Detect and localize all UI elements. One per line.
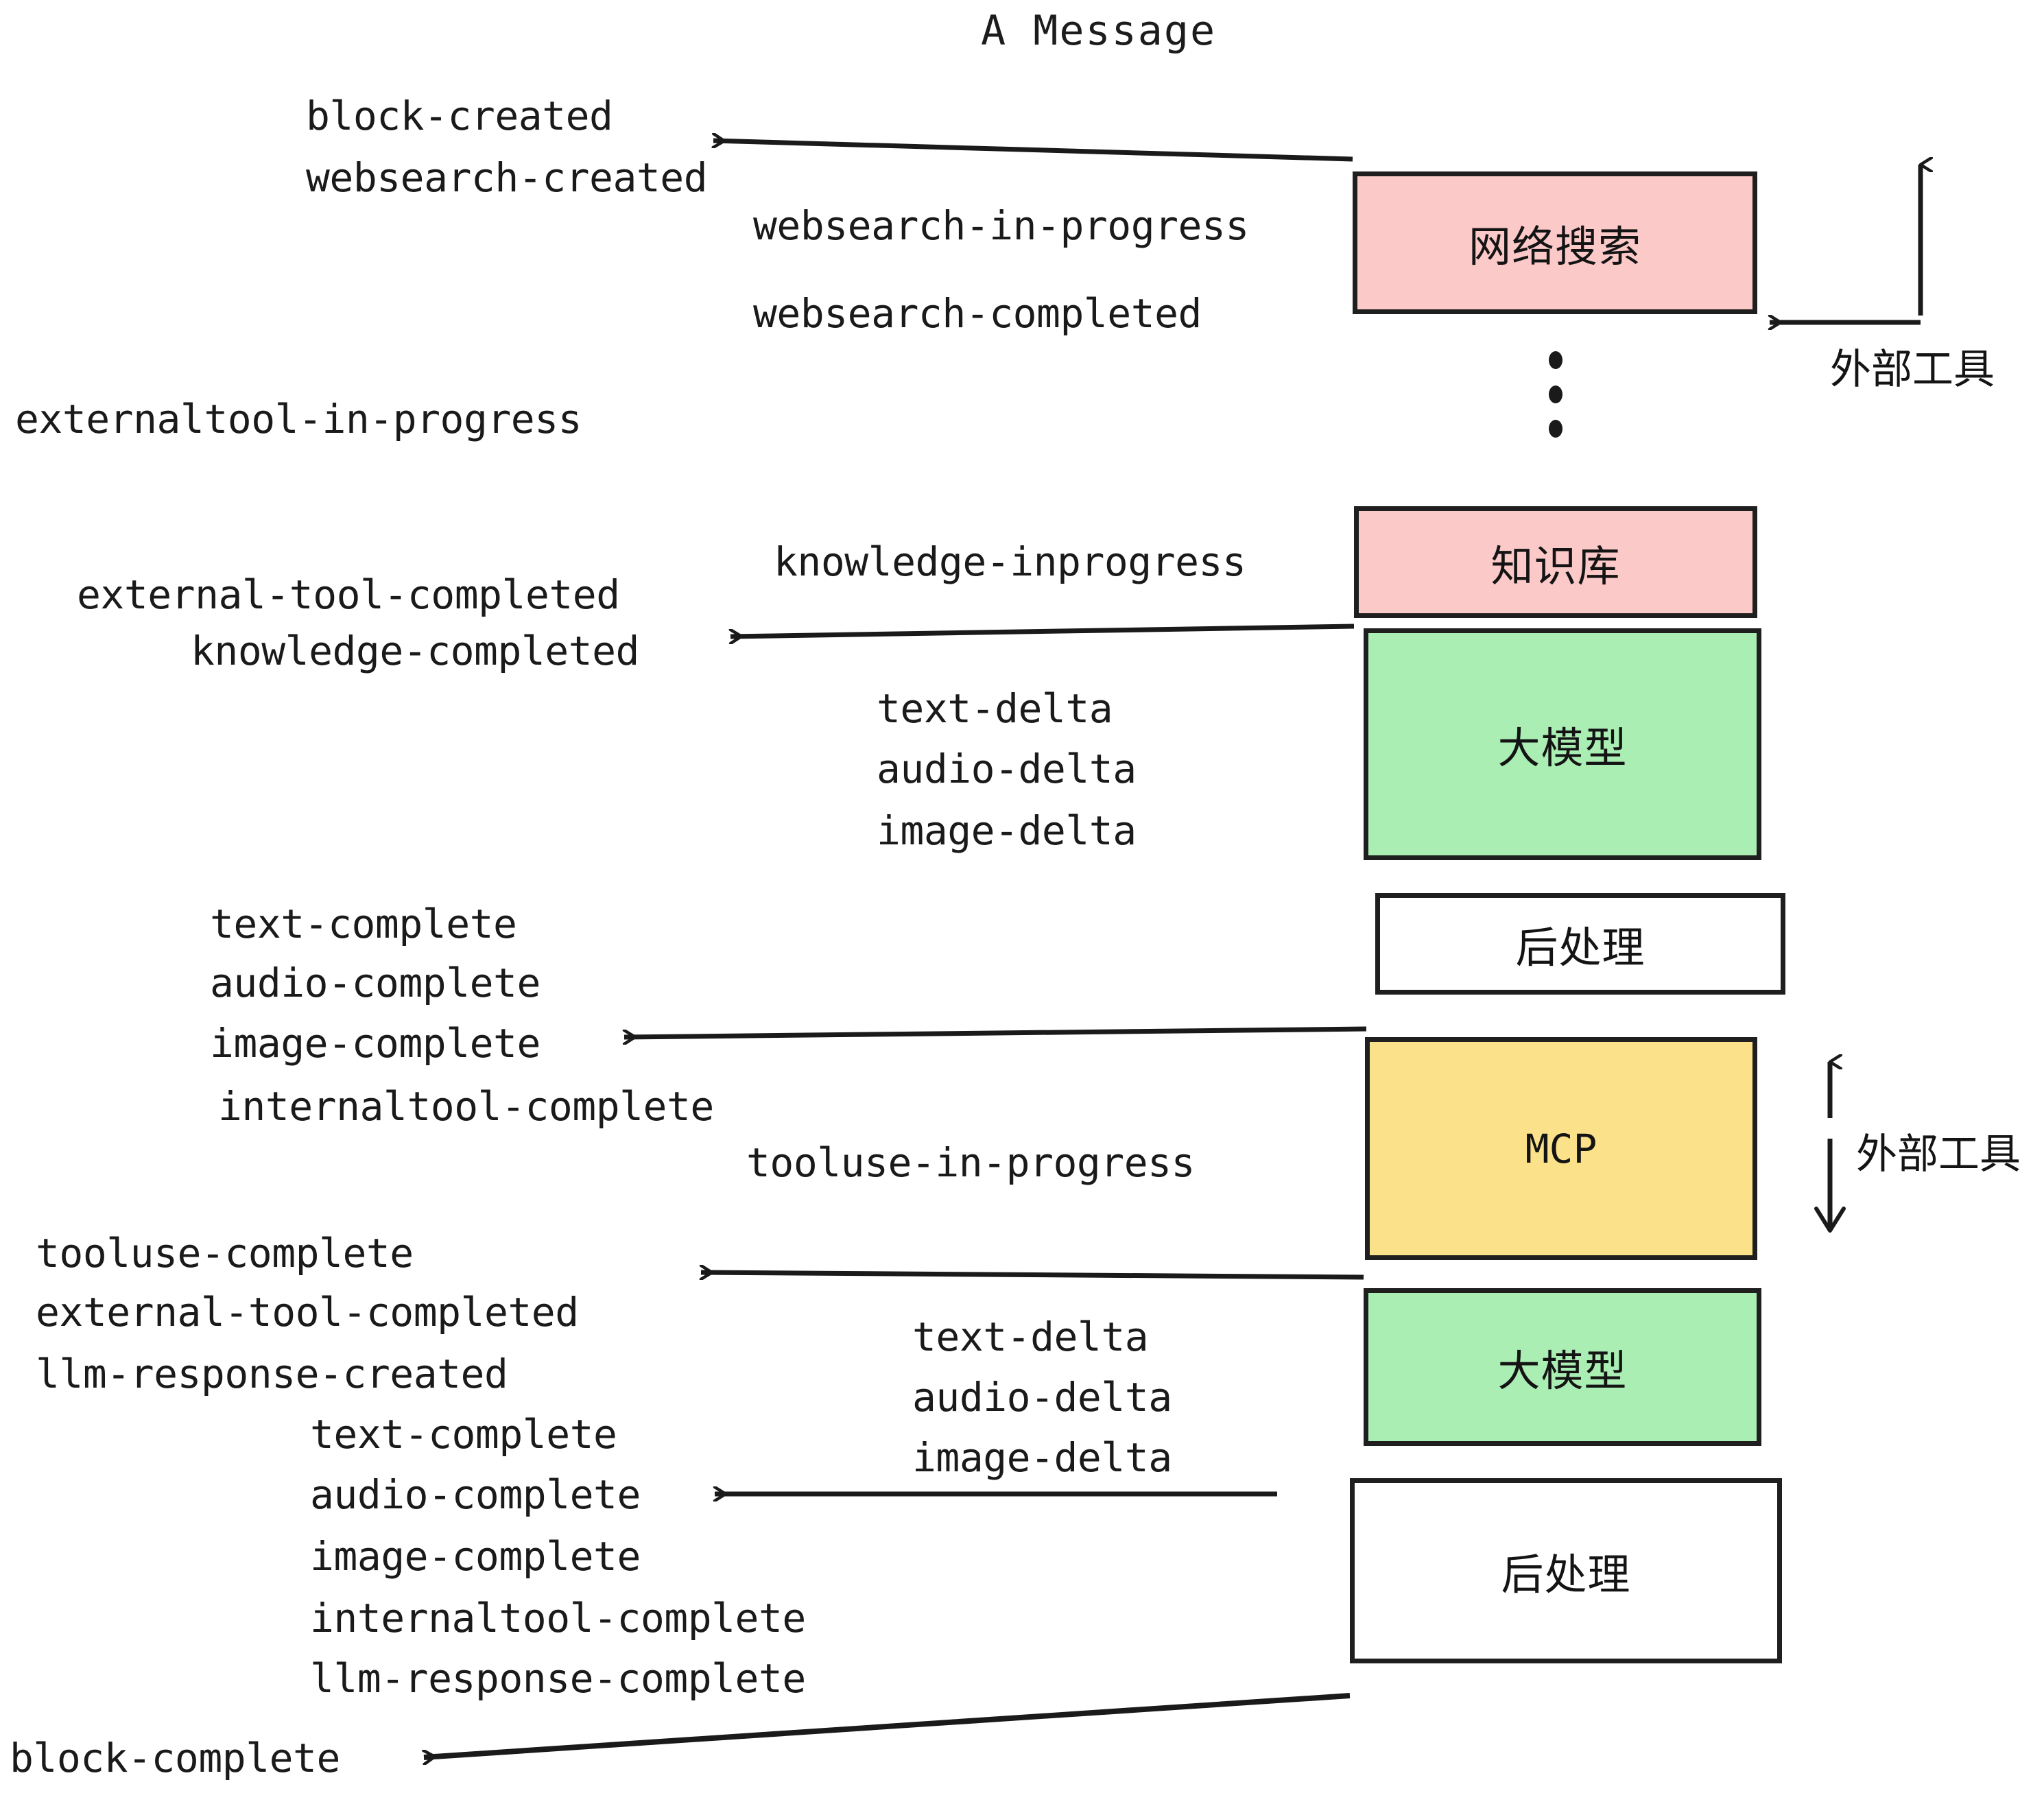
- node-box-label: 后处理: [1515, 923, 1645, 973]
- event-label-audio-complete-2: audio-complete: [310, 1471, 641, 1518]
- double-arrow-external-tool-top: [1770, 165, 1921, 322]
- event-label-tooluse-in-progress: tooluse-in-progress: [746, 1139, 1195, 1186]
- event-label-image-complete-1: image-complete: [210, 1020, 540, 1067]
- event-label-image-delta-1: image-delta: [877, 807, 1137, 854]
- event-label-externaltool-in-progress: externaltool-in-progress: [15, 396, 582, 442]
- event-label-tooluse-complete: tooluse-complete: [36, 1230, 414, 1277]
- ellipsis-dot: [1549, 351, 1562, 369]
- event-label-audio-delta-1: audio-delta: [877, 746, 1137, 792]
- event-label-text-complete-2: text-complete: [310, 1411, 617, 1458]
- side-annotation-external-tool-top: 外部工具: [1830, 346, 1995, 394]
- node-box-postprocess-1: 后处理: [1375, 893, 1785, 995]
- node-box-websearch: 网络搜索: [1353, 171, 1757, 314]
- side-annotation-external-tool-bottom: 外部工具: [1856, 1130, 2021, 1178]
- event-label-external-tool-completed-1: external-tool-completed: [77, 571, 620, 618]
- event-label-audio-delta-2: audio-delta: [912, 1374, 1172, 1421]
- event-label-knowledge-completed: knowledge-completed: [191, 628, 639, 674]
- node-box-label: 大模型: [1497, 723, 1628, 773]
- arrow-knowledge-to-knowledgecompleted: [730, 624, 1355, 637]
- node-box-mcp: MCP: [1365, 1037, 1757, 1260]
- arrow-postprocess2-to-blockcomplete: [424, 1693, 1351, 1757]
- node-box-label: MCP: [1525, 1125, 1597, 1172]
- event-label-websearch-created: websearch-created: [306, 154, 708, 201]
- event-label-llm-response-created: llm-response-created: [36, 1351, 508, 1397]
- node-box-llm-1: 大模型: [1364, 628, 1761, 860]
- node-box-label: 知识库: [1490, 541, 1621, 591]
- node-box-llm-2: 大模型: [1364, 1288, 1761, 1446]
- node-box-label: 后处理: [1501, 1550, 1631, 1600]
- node-box-label: 大模型: [1497, 1346, 1628, 1396]
- event-label-external-tool-completed-2: external-tool-completed: [36, 1289, 579, 1336]
- page-title: A Message: [981, 7, 1217, 55]
- event-label-llm-response-complete: llm-response-complete: [310, 1655, 806, 1702]
- event-label-websearch-in-progress: websearch-in-progress: [753, 202, 1249, 249]
- vertical-ellipsis-icon: [1549, 351, 1564, 454]
- event-label-internaltool-complete-1: internaltool-complete: [218, 1083, 714, 1130]
- event-label-text-delta-2: text-delta: [912, 1314, 1149, 1360]
- event-label-block-created: block-created: [306, 93, 613, 139]
- node-box-postprocess-2: 后处理: [1350, 1478, 1782, 1663]
- event-label-block-complete: block-complete: [10, 1735, 340, 1781]
- arrow-mcp-to-toolusecomplete: [701, 1272, 1364, 1277]
- event-label-text-complete-1: text-complete: [210, 901, 517, 947]
- node-box-knowledge: 知识库: [1354, 506, 1757, 618]
- ellipsis-dot: [1549, 385, 1562, 403]
- arrow-postprocess1-to-imagecomplete: [624, 1026, 1367, 1037]
- event-label-internaltool-complete-2: internaltool-complete: [310, 1595, 806, 1641]
- event-label-image-complete-2: image-complete: [310, 1533, 641, 1580]
- event-label-image-delta-2: image-delta: [912, 1434, 1172, 1481]
- ellipsis-dot: [1549, 420, 1562, 438]
- event-label-websearch-completed: websearch-completed: [753, 290, 1202, 337]
- double-arrow-external-tool-bottom: [1814, 1062, 1846, 1233]
- event-label-text-delta-1: text-delta: [877, 685, 1113, 732]
- event-label-audio-complete-1: audio-complete: [210, 960, 540, 1006]
- arrow-websearch-to-blockcreated: [713, 141, 1353, 162]
- node-box-label: 网络搜索: [1468, 222, 1641, 272]
- event-label-knowledge-inprogress: knowledge-inprogress: [774, 538, 1246, 585]
